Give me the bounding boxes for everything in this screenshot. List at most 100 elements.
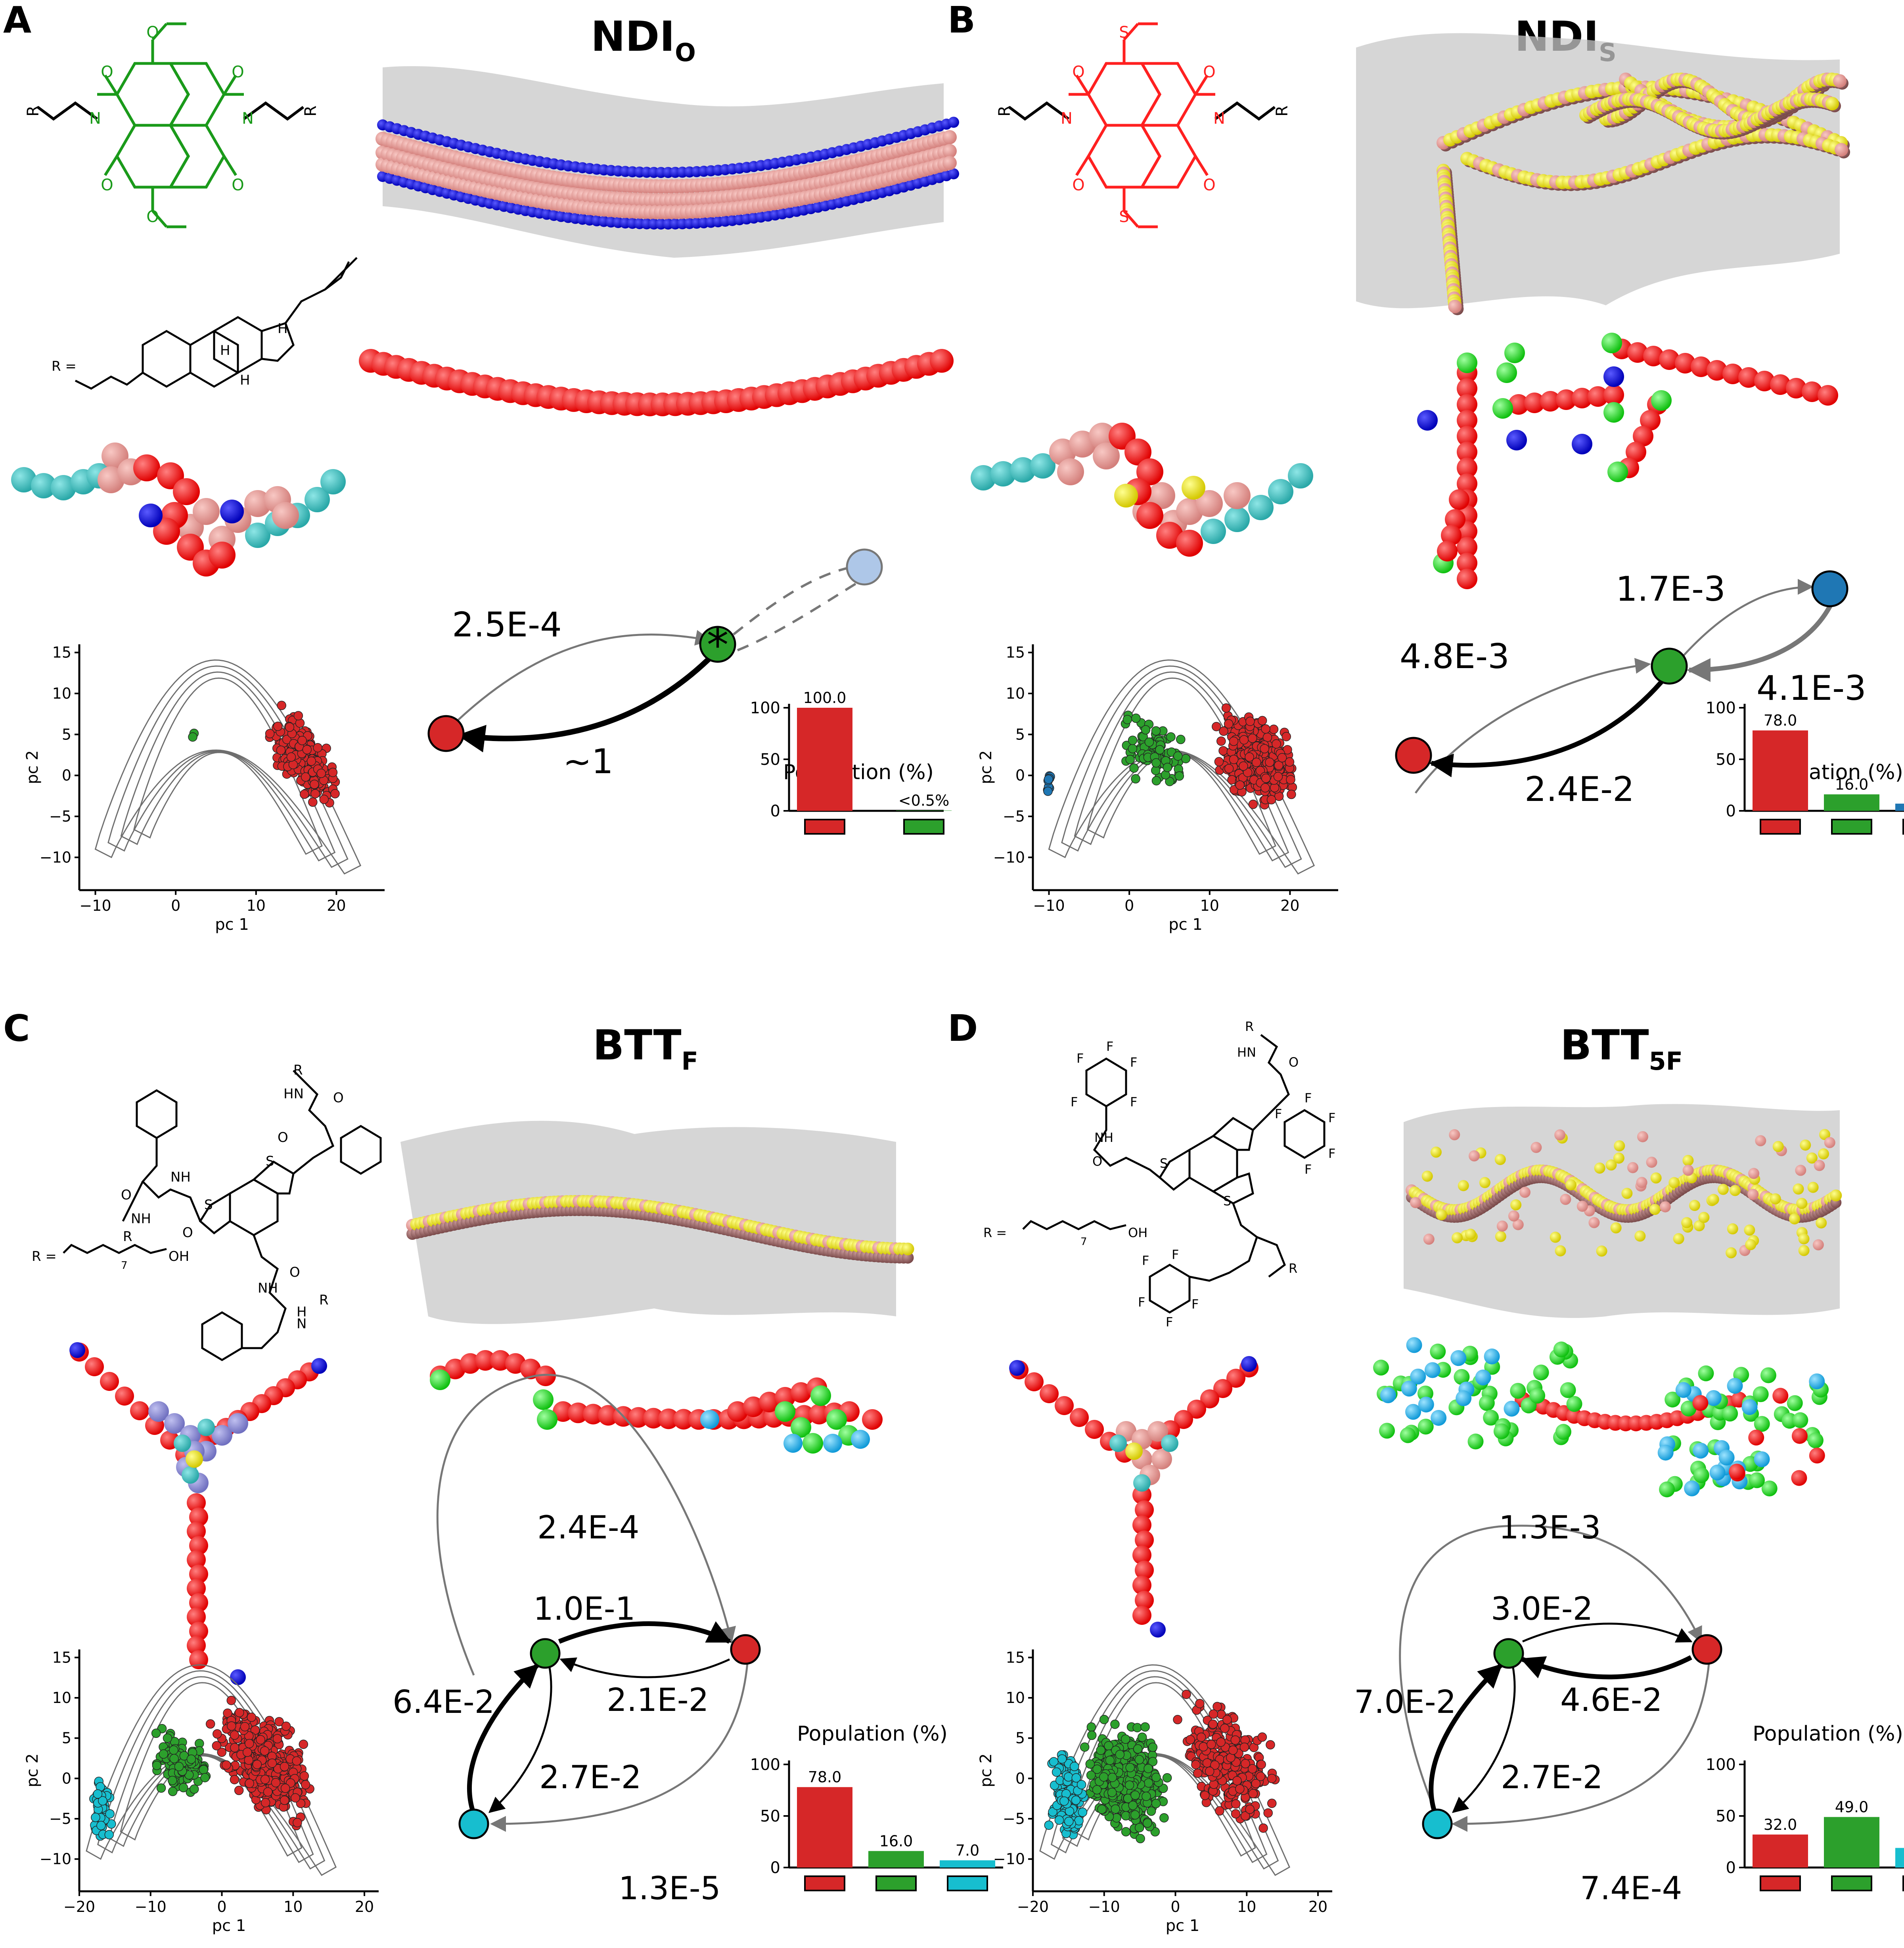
molecule-r-group <box>75 257 358 390</box>
pca-point <box>1173 1715 1182 1724</box>
membrane-surface <box>400 1121 896 1324</box>
green-bead <box>1603 402 1624 423</box>
pca-point <box>1052 1767 1061 1777</box>
pca-point <box>1121 1827 1131 1837</box>
red-bead <box>862 1409 883 1430</box>
sky-bead <box>1450 1350 1467 1366</box>
svg-text:O: O <box>1072 63 1084 81</box>
pca-point <box>1107 1772 1117 1782</box>
yellow-bead <box>1423 1234 1435 1245</box>
pca-point <box>1115 1750 1125 1759</box>
pca-point <box>1239 761 1248 771</box>
x-tick-label: −10 <box>1033 897 1065 914</box>
state-color-swatch <box>1902 819 1904 835</box>
y-tick-label: −5 <box>1003 808 1025 825</box>
green-bead <box>1417 1419 1434 1435</box>
pca-point <box>271 1778 281 1787</box>
green-bead <box>1749 1472 1765 1488</box>
panel-title: BTT5F <box>1560 1021 1683 1076</box>
green-bead <box>1496 362 1517 383</box>
state-color-swatch <box>1831 1875 1872 1891</box>
svg-text:S: S <box>1119 208 1129 226</box>
sky-bead <box>1684 1480 1700 1496</box>
pca-point <box>244 1755 254 1765</box>
y-tick-label: 5 <box>1015 1730 1025 1747</box>
state-red-node <box>427 715 465 752</box>
yellow-bead <box>1812 1239 1824 1251</box>
red-bead <box>85 1357 104 1376</box>
y-axis-label: pc 2 <box>977 750 995 784</box>
x-tick-label: 20 <box>327 897 346 914</box>
pca-point <box>256 1735 265 1745</box>
state-green-node <box>1493 1638 1524 1669</box>
rate-label: 2.7E-2 <box>1501 1759 1603 1796</box>
lavender-bead <box>212 1425 232 1446</box>
molecule-structure-ndis <box>1069 22 1215 228</box>
green-bead <box>1373 1360 1389 1376</box>
pca-point <box>1224 719 1234 729</box>
pca-point <box>230 1775 239 1785</box>
cyan-bead <box>1133 1474 1151 1492</box>
yellow-bead <box>1596 1245 1607 1257</box>
svg-text:N: N <box>89 109 101 128</box>
state-green-node <box>530 1638 561 1669</box>
svg-text:N: N <box>1213 109 1225 128</box>
red-bead <box>568 1402 588 1423</box>
pca-point <box>245 1779 254 1788</box>
navy-bead <box>1506 430 1527 450</box>
red-bead <box>1640 410 1661 431</box>
state-color-swatch <box>947 1875 988 1891</box>
green-bead <box>1659 1481 1675 1498</box>
green-bead <box>791 1417 811 1438</box>
pca-point <box>313 743 323 753</box>
pca-point <box>299 1771 309 1781</box>
red-bead <box>1524 393 1545 413</box>
pca-point <box>1230 1735 1240 1745</box>
red-bead <box>759 1392 780 1412</box>
pca-point <box>93 1789 103 1799</box>
yellow-bead <box>1689 1200 1700 1211</box>
y-tick-label: −10 <box>40 849 71 866</box>
pca-point <box>1044 1820 1054 1830</box>
pca-point <box>1099 1772 1109 1782</box>
red-bead <box>1132 1606 1151 1625</box>
red-bead <box>1748 1429 1764 1446</box>
cyan-bead <box>182 1466 199 1484</box>
red-bead <box>187 1493 206 1512</box>
state-color-swatch <box>903 819 944 835</box>
ndio-monomer-cg <box>11 442 346 577</box>
yellow-bead <box>1560 1193 1571 1205</box>
population-bar <box>797 708 852 811</box>
y-tick-label: 50 <box>1716 1807 1736 1825</box>
red-bead <box>1070 1408 1089 1427</box>
bar-value-label: 32.0 <box>1764 1816 1797 1833</box>
red-bead <box>130 1401 149 1420</box>
navy-bead <box>1417 410 1438 431</box>
kinetic-network-c-edges: 2.4E-4 1.0E-1 2.1E-2 6.4E-2 2.7E-2 1.3E-… <box>393 1374 761 1907</box>
pca-point <box>1245 716 1255 726</box>
pca-point <box>159 1749 169 1759</box>
green-bead <box>775 1401 795 1422</box>
pca-point <box>1124 1780 1134 1790</box>
yellow-bead <box>1744 1224 1755 1236</box>
yellow-bead <box>1512 1219 1524 1230</box>
cyan-bead <box>51 475 76 500</box>
pca-point <box>1257 1732 1267 1742</box>
state-cyan-node <box>458 1808 489 1839</box>
sky-bead <box>1424 1362 1440 1378</box>
state-green-node <box>1651 647 1688 685</box>
yellow-bead <box>1798 1245 1810 1256</box>
membrane-surface <box>1356 33 1840 308</box>
red-bead <box>1818 385 1838 406</box>
state-color-swatch <box>804 819 845 835</box>
yellow-bead <box>1421 1170 1433 1182</box>
yellow-bead <box>1748 1168 1760 1179</box>
sky-bead <box>1406 1337 1422 1353</box>
population-bar <box>1824 794 1879 811</box>
cyan-bead <box>1030 453 1055 479</box>
yellow-bead <box>1830 1189 1842 1202</box>
pca-point <box>1141 725 1151 735</box>
yellow-bead <box>1682 1155 1694 1166</box>
svg-text:O: O <box>101 63 113 81</box>
y-tick-label: 100 <box>1706 1756 1736 1774</box>
